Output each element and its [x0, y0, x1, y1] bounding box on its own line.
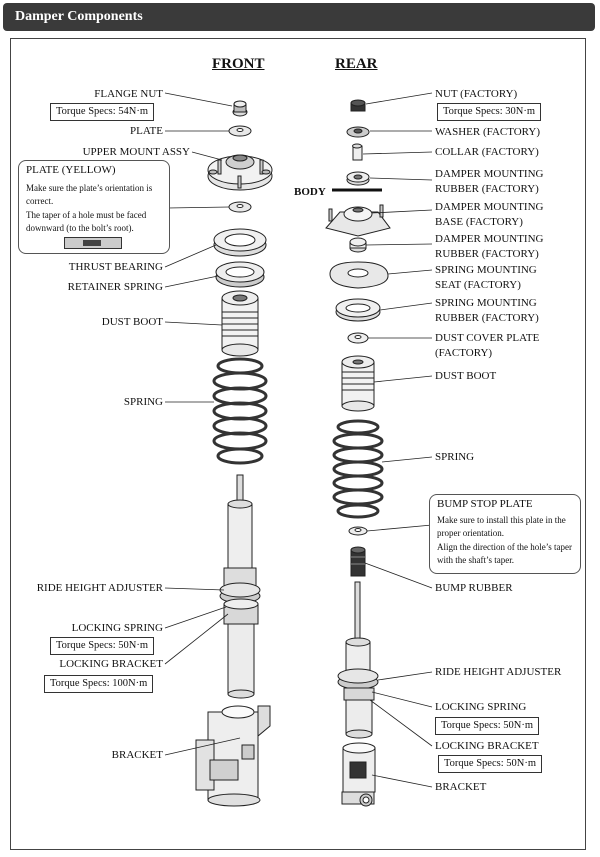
label-rear-nut: NUT (FACTORY) — [435, 88, 518, 100]
label-rear-dmr1-b: RUBBER (FACTORY) — [435, 183, 539, 195]
spec-front-locking-bracket: Torque Specs: 100N·m — [44, 675, 154, 693]
plate-note-line: The taper of a hole must be faced — [26, 210, 147, 220]
spec-front-locking-spring: Torque Specs: 50N·m — [50, 637, 154, 655]
rear-collar — [352, 143, 363, 161]
label-front-spring: SPRING — [123, 396, 163, 408]
rear-spring-rubber — [335, 298, 381, 322]
label-rear-dcp-b: (FACTORY) — [435, 347, 493, 359]
label-upper-mount: UPPER MOUNT ASSY — [82, 146, 190, 158]
leader-lines — [164, 92, 433, 788]
label-rear-ride-height: RIDE HEIGHT ADJUSTER — [435, 666, 562, 678]
label-rear-dmr2-a: DAMPER MOUNTING — [435, 233, 544, 245]
label-rear-dmb-b: BASE (FACTORY) — [435, 216, 523, 228]
spec-rear-locking-spring: Torque Specs: 50N·m — [435, 717, 539, 735]
rear-mount-base — [325, 204, 391, 237]
label-retainer-spring: RETAINER SPRING — [67, 281, 163, 293]
front-header: FRONT — [212, 56, 265, 72]
label-rear-locking-spring: LOCKING SPRING — [435, 701, 527, 713]
label-front-bracket: BRACKET — [111, 749, 163, 761]
page-title: Damper Components — [15, 9, 143, 24]
label-rear-sms-a: SPRING MOUNTING — [435, 264, 537, 276]
bump-note-box: BUMP STOP PLATE Make sure to install thi… — [429, 494, 581, 574]
label-rear-bracket: BRACKET — [435, 781, 487, 793]
label-rear-sms-b: SEAT (FACTORY) — [435, 279, 521, 291]
rear-bracket — [341, 742, 376, 807]
rear-damper — [337, 581, 379, 739]
label-flange-nut: FLANGE NUT — [94, 88, 163, 100]
bump-note-line: Make sure to install this plate in the — [437, 515, 566, 525]
spec-flange-nut: Torque Specs: 54N·m — [50, 103, 154, 121]
label-plate: PLATE — [130, 125, 163, 137]
rear-spring-seat — [329, 261, 389, 289]
plate-note-box: PLATE (YELLOW) Make sure the plate’s ori… — [18, 160, 170, 254]
front-plate — [228, 125, 252, 137]
front-damper — [219, 474, 261, 699]
label-rear-collar: COLLAR (FACTORY) — [435, 146, 539, 158]
label-rear-locking-bracket: LOCKING BRACKET — [435, 740, 539, 752]
front-thrust-bearing — [213, 228, 267, 257]
rear-nut — [350, 99, 366, 112]
label-rear-dmb-a: DAMPER MOUNTING — [435, 201, 544, 213]
label-rear-dmr1-a: DAMPER MOUNTING — [435, 168, 544, 180]
rear-dust-cover-plate — [347, 332, 369, 344]
rear-spring — [332, 419, 384, 519]
front-yellow-plate — [228, 201, 252, 213]
rear-mount-rubber-2 — [349, 237, 367, 253]
label-rear-dust-boot: DUST BOOT — [435, 370, 497, 382]
label-rear-washer: WASHER (FACTORY) — [435, 126, 541, 138]
diagram-frame — [10, 38, 586, 850]
body-label: BODY — [294, 186, 326, 198]
rear-bump-stop-plate — [348, 526, 368, 536]
label-rear-spring: SPRING — [435, 451, 475, 463]
rear-dust-boot — [341, 355, 375, 412]
label-front-locking-bracket: LOCKING BRACKET — [59, 658, 163, 670]
bump-note-line: Align the direction of the hole’s taper — [437, 542, 572, 552]
label-rear-smr-b: RUBBER (FACTORY) — [435, 312, 539, 324]
label-front-locking-spring: LOCKING SPRING — [71, 622, 163, 634]
plate-profile-icon — [64, 237, 122, 249]
plate-note-line: correct. — [26, 196, 54, 206]
rear-mount-rubber-1 — [346, 171, 370, 186]
label-rear-smr-a: SPRING MOUNTING — [435, 297, 537, 309]
spec-rear-nut: Torque Specs: 30N·m — [437, 103, 541, 121]
plate-note-title: PLATE (YELLOW) — [26, 164, 116, 176]
front-retainer-spring — [215, 261, 265, 288]
front-flange-nut — [232, 100, 248, 117]
label-thrust-bearing: THRUST BEARING — [68, 261, 163, 273]
rear-header: REAR — [335, 56, 378, 72]
plate-note-line: downward (to the bolt’s root). — [26, 223, 134, 233]
front-bracket — [195, 705, 271, 807]
label-rear-bump-rubber: BUMP RUBBER — [435, 582, 513, 594]
label-front-ride-height: RIDE HEIGHT ADJUSTER — [36, 582, 163, 594]
rear-washer — [346, 126, 370, 138]
label-rear-dcp-a: DUST COVER PLATE — [435, 332, 540, 344]
front-spring — [212, 357, 268, 465]
title-bar: Damper Components — [3, 3, 595, 31]
spec-rear-locking-bracket: Torque Specs: 50N·m — [438, 755, 542, 773]
label-rear-dmr2-b: RUBBER (FACTORY) — [435, 248, 539, 260]
plate-note-line: Make sure the plate’s orientation is — [26, 183, 153, 193]
bump-note-title: BUMP STOP PLATE — [437, 498, 533, 510]
label-front-dust-boot: DUST BOOT — [101, 316, 163, 328]
bump-note-line: proper orientation. — [437, 528, 504, 538]
front-dust-boot — [221, 290, 259, 357]
front-upper-mount — [207, 154, 273, 191]
rear-bump-rubber — [350, 546, 366, 577]
bump-note-line: with the shaft’s taper. — [437, 555, 514, 565]
